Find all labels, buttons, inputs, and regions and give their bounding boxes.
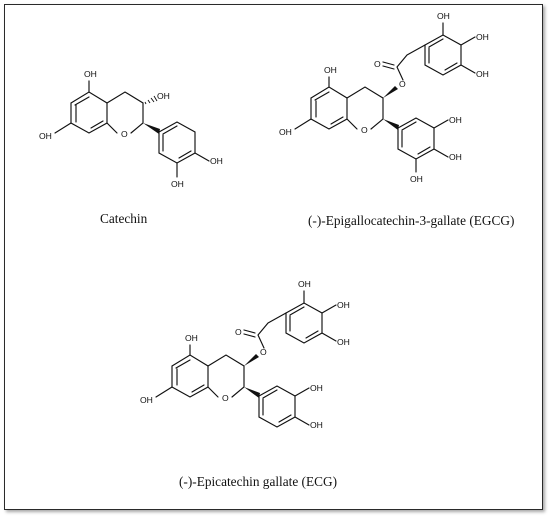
catechin-o1-label: O: [121, 129, 128, 139]
ecg-oh5-label: OH: [185, 333, 198, 343]
egcg-galloyl-oh-bot-label: OH: [476, 69, 489, 79]
catechin-caption: Catechin: [100, 211, 148, 226]
egcg-b-oh3-label: OH: [449, 115, 462, 125]
ecg-structure: [155, 290, 337, 428]
ecg-b-oh4-label: OH: [310, 420, 323, 430]
egcg-oh7-label: OH: [279, 127, 292, 137]
ecg-carbonyl-o-label: O: [235, 327, 242, 337]
catechin-oh7-label: OH: [39, 131, 52, 141]
ecg-caption: (-)-Epicatechin gallate (ECG): [179, 474, 337, 489]
ecg-galloyl-oh-bot-label: OH: [337, 337, 350, 347]
egcg-galloyl-oh-mid-label: OH: [476, 32, 489, 42]
egcg-b-oh4-label: OH: [449, 152, 462, 162]
ecg-oh7-label: OH: [140, 395, 153, 405]
ecg-galloyl-oh-top-label: OH: [298, 279, 311, 289]
catechin-oh5-label: OH: [84, 69, 97, 79]
ecg-o3-label: O: [260, 347, 267, 357]
catechin-oh3-label: OH: [157, 91, 170, 101]
structures-canvas: OH OH O OH OH OH Catechin OH OH O O O OH…: [39, 11, 514, 489]
ecg-o1-label: O: [222, 393, 229, 403]
catechin-oh3p-label: OH: [171, 179, 184, 189]
egcg-oh5-label: OH: [324, 65, 337, 75]
egcg-structure: [294, 22, 476, 173]
figure-frame: OH OH O OH OH OH Catechin OH OH O O O OH…: [4, 4, 543, 510]
ecg-b-oh3-label: OH: [310, 383, 323, 393]
egcg-b-oh5-label: OH: [410, 174, 423, 184]
ecg-galloyl-oh-mid-label: OH: [337, 300, 350, 310]
catechin-structure: [54, 80, 210, 178]
egcg-galloyl-oh-top-label: OH: [437, 11, 450, 21]
egcg-caption: (-)-Epigallocatechin-3-gallate (EGCG): [308, 213, 514, 228]
egcg-o1-label: O: [361, 125, 368, 135]
catechin-oh4p-label: OH: [210, 156, 223, 166]
egcg-o3-label: O: [399, 79, 406, 89]
egcg-carbonyl-o-label: O: [374, 59, 381, 69]
